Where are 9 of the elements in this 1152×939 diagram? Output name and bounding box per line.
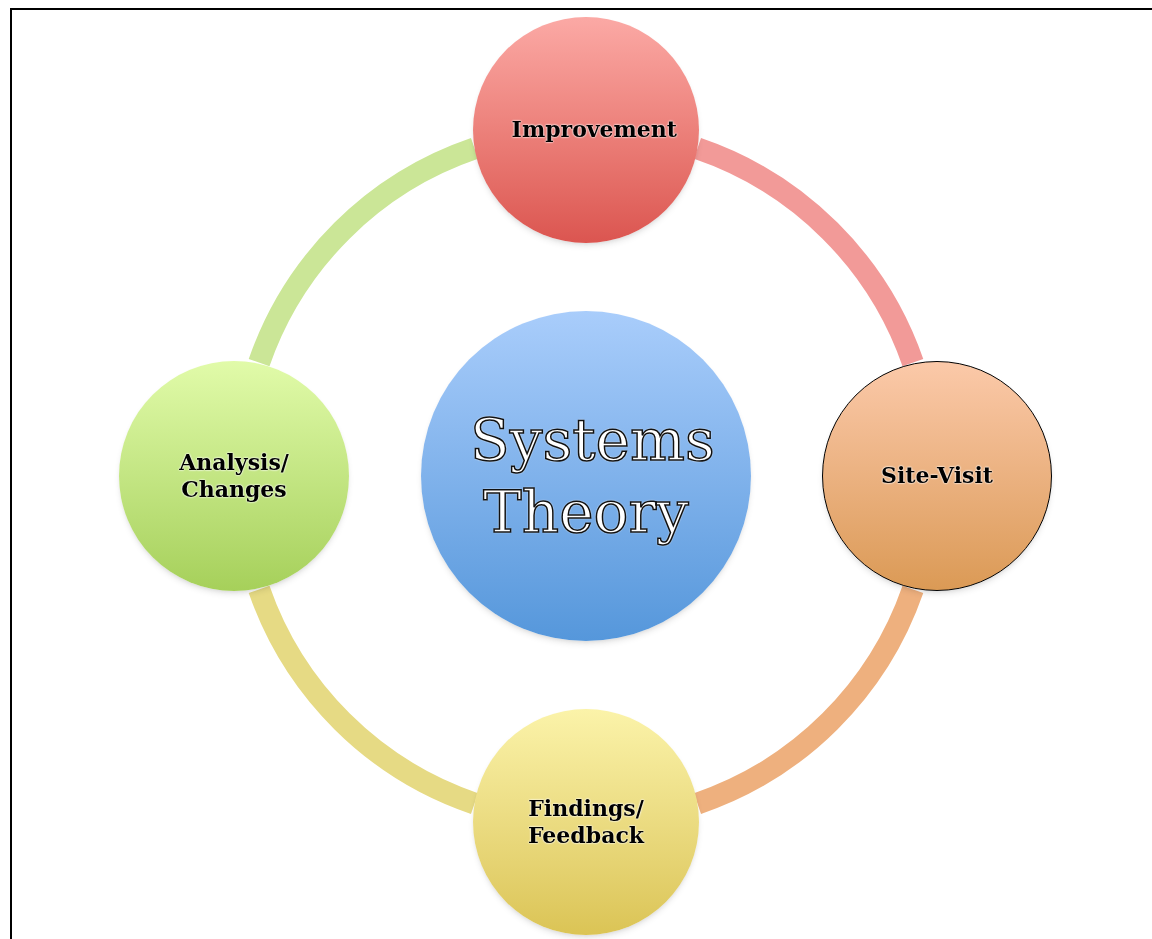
node-label: Systems Theory xyxy=(469,404,716,548)
ring-arc xyxy=(693,585,924,814)
node-label: Findings/ Feedback xyxy=(526,794,646,850)
ring-arc xyxy=(693,138,924,367)
node-label: Improvement xyxy=(510,116,677,144)
ring-arc xyxy=(248,138,479,367)
node-label: Site-Visit xyxy=(880,462,994,490)
node-label: Analysis/ Changes xyxy=(178,448,290,504)
ring-arc xyxy=(248,585,479,814)
